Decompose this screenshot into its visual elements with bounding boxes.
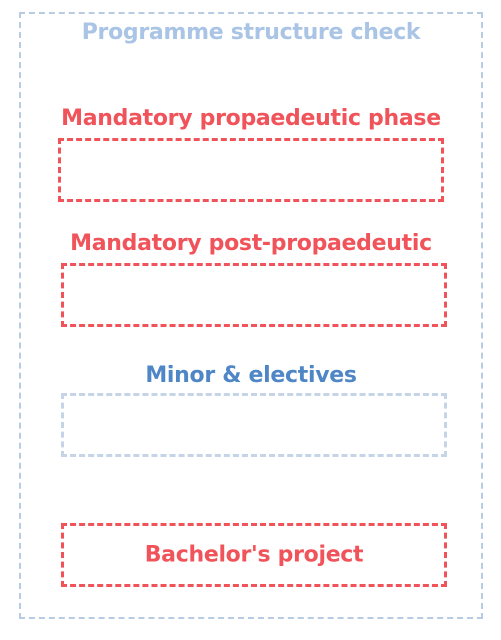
diagram-title: Programme structure check xyxy=(81,20,421,45)
section-box-propaedeutic xyxy=(58,138,444,202)
section-label-bachelors-project: Bachelor's project xyxy=(144,542,364,568)
programme-container xyxy=(19,12,483,619)
section-label-propaedeutic: Mandatory propaedeutic phase xyxy=(61,106,441,131)
section-box-bachelors-project: Bachelor's project xyxy=(61,523,447,587)
section-label-post-propaedeutic: Mandatory post-propaedeutic xyxy=(70,231,432,256)
section-box-minor-electives xyxy=(61,393,447,457)
section-box-post-propaedeutic xyxy=(61,263,447,327)
section-label-minor-electives: Minor & electives xyxy=(145,363,357,388)
